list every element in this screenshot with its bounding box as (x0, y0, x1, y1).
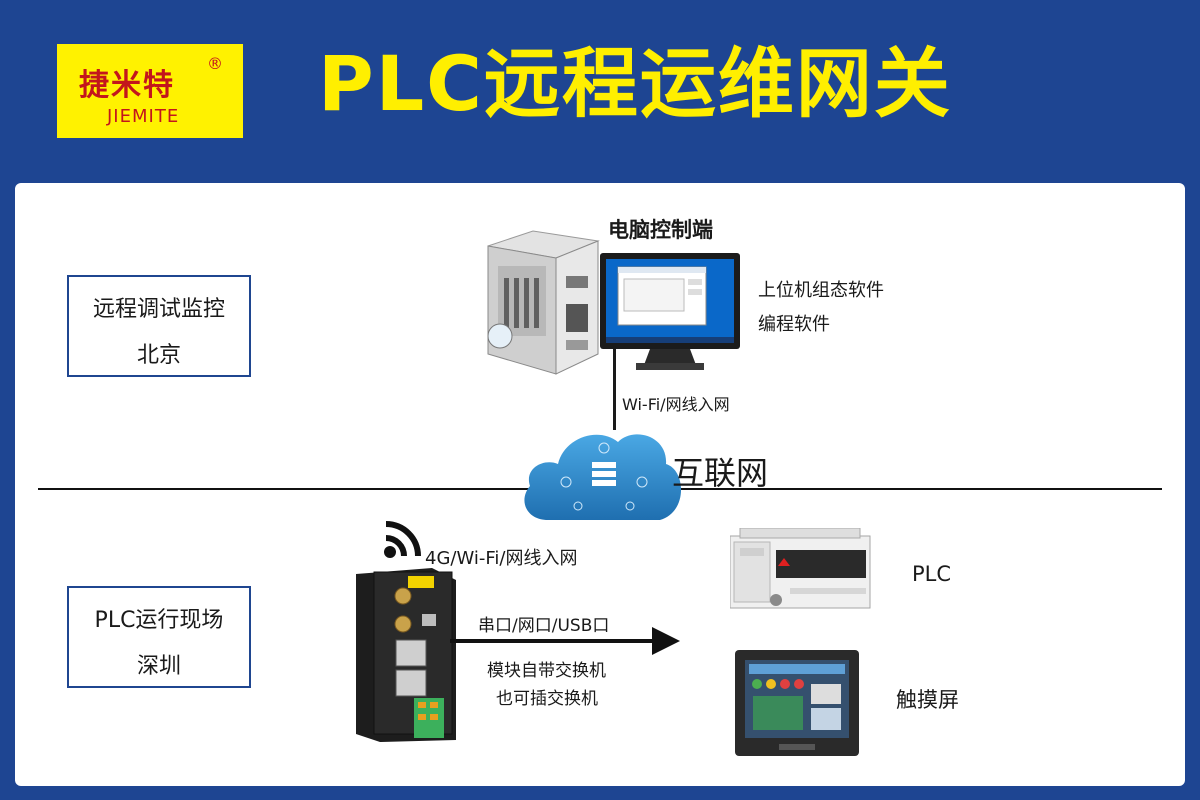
company-logo: 捷米特 ® JIEMITE (57, 44, 243, 138)
logo-chinese-name: 捷米特 (79, 68, 175, 103)
remote-location-purpose: 远程调试监控 (92, 297, 225, 322)
programming-software-label: 编程软件 (758, 314, 830, 335)
industrial-pc-icon (487, 230, 600, 375)
logo-registered-mark: ® (207, 54, 223, 73)
pc-network-label: Wi-Fi/网线入网 (622, 395, 730, 414)
internet-label: 互联网 (672, 454, 769, 492)
scada-software-label: 上位机组态软件 (758, 280, 884, 301)
site-location-box: PLC运行现场 深圳 (67, 586, 251, 688)
switch-note-line1: 模块自带交换机 (487, 661, 606, 681)
gateway-network-label: 4G/Wi-Fi/网线入网 (425, 548, 578, 569)
plc-label: PLC (912, 562, 952, 586)
plc-gateway-device-icon (356, 568, 456, 742)
pc-to-cloud-link (613, 346, 616, 430)
site-location-purpose: PLC运行现场 (94, 608, 224, 633)
touch-screen-icon (735, 650, 859, 756)
touch-screen-label: 触摸屏 (896, 688, 959, 712)
wireless-signal-icon (384, 521, 421, 558)
remote-location-box: 远程调试监控 北京 (67, 275, 251, 377)
page-title: PLC远程运维网关 (318, 39, 952, 128)
internet-cloud-icon (524, 434, 682, 520)
gateway-to-devices-arrow (450, 627, 680, 655)
monitor-icon (600, 253, 740, 370)
plc-device-icon (730, 528, 871, 609)
site-location-city: 深圳 (136, 654, 181, 679)
ports-label: 串口/网口/USB口 (478, 616, 610, 636)
remote-location-city: 北京 (136, 343, 181, 368)
pc-control-title: 电脑控制端 (608, 218, 713, 242)
logo-english-name: JIEMITE (107, 106, 180, 127)
switch-note-line2: 也可插交换机 (496, 689, 598, 709)
